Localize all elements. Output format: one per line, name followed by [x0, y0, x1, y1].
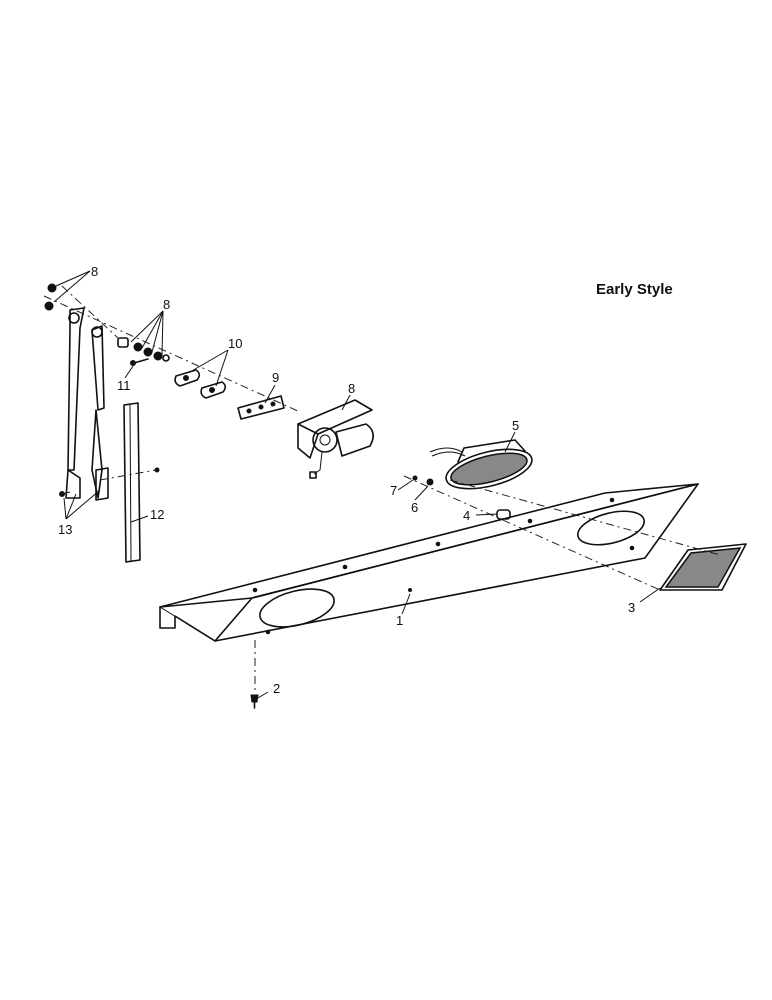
callout-3: 3: [628, 600, 635, 615]
callout-11: 11: [117, 378, 131, 393]
part-1-dash-panel: [159, 483, 699, 642]
part-11-screw: [130, 358, 149, 366]
part-2-screw: [250, 694, 259, 709]
callout-4: 4: [463, 508, 470, 523]
callout-8-top: 8: [91, 264, 98, 279]
part-7-nut: [412, 475, 418, 481]
callout-13: 13: [58, 522, 72, 537]
part-12-channel-strip: [123, 402, 141, 563]
leader-lines: [53, 270, 661, 699]
part-3-speaker-grille: [659, 543, 747, 591]
callout-8-hardware: 8: [163, 297, 170, 312]
part-5-speaker: [429, 439, 533, 490]
callout-12: 12: [150, 507, 164, 522]
callout-1: 1: [396, 613, 403, 628]
part-9-mounting-plate: [237, 395, 285, 420]
diagram-title: Early Style: [596, 281, 673, 298]
callout-2: 2: [273, 681, 280, 696]
callout-9: 9: [272, 370, 279, 385]
callout-7: 7: [390, 483, 397, 498]
callout-10: 10: [228, 336, 242, 351]
callout-8-motor: 8: [348, 381, 355, 396]
callout-5: 5: [512, 418, 519, 433]
part-8-hardware: [44, 283, 170, 362]
callout-6: 6: [411, 500, 418, 515]
part-13-wiper-linkage: [59, 307, 109, 501]
part-6-washer: [426, 478, 434, 486]
part-10-bushings: [174, 369, 227, 399]
part-8-wiper-motor: [297, 399, 374, 479]
